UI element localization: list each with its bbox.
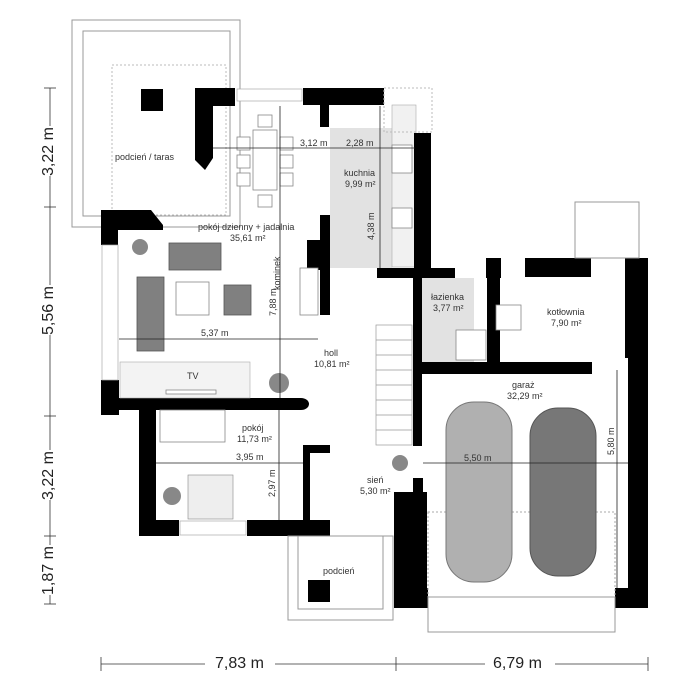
outer-dim-left-3: 3,22 m bbox=[40, 451, 57, 500]
coffee-table bbox=[175, 281, 210, 316]
room-area-room: 11,73 m² bbox=[237, 434, 272, 444]
outer-dim-left-4: 1,87 m bbox=[40, 546, 57, 595]
room-label-kitchen: kuchnia bbox=[344, 168, 376, 178]
dim-kitchen-width: 2,28 m bbox=[346, 138, 374, 148]
dining-table bbox=[236, 114, 294, 208]
outer-dim-left-1: 3,22 m bbox=[40, 127, 57, 176]
car bbox=[529, 407, 597, 577]
dim-living-width: 5,37 m bbox=[201, 328, 229, 338]
outer-dim-left-2: 5,56 m bbox=[40, 286, 57, 335]
bed bbox=[159, 409, 226, 443]
room-label-garage: garaż bbox=[512, 380, 535, 390]
porch-column bbox=[308, 580, 330, 602]
plant-icon bbox=[132, 239, 148, 255]
room-area-boiler: 7,90 m² bbox=[551, 318, 582, 328]
room-label-boiler: kotłownia bbox=[547, 307, 585, 317]
room-area-kitchen: 9,99 m² bbox=[345, 179, 376, 189]
dim-garage-depth: 5,80 m bbox=[606, 427, 616, 455]
dim-room-depth: 2,97 m bbox=[267, 469, 277, 497]
boiler bbox=[495, 304, 522, 331]
terrace-column bbox=[141, 89, 163, 111]
dim-kitchen-depth: 4,38 m bbox=[366, 212, 376, 240]
car bbox=[445, 401, 513, 583]
room-label-terrace: podcień / taras bbox=[115, 152, 175, 162]
dimension-lines bbox=[119, 106, 628, 588]
window bbox=[236, 88, 303, 102]
room-label-living: pokój dzienny + jadalnia bbox=[198, 222, 295, 232]
stove bbox=[391, 207, 413, 229]
room-area-hall: 10,81 m² bbox=[314, 359, 350, 369]
dim-room-width: 3,95 m bbox=[236, 452, 264, 462]
plant-icon bbox=[392, 455, 408, 471]
fireplace-label: kominek bbox=[272, 256, 282, 290]
room-label-room: pokój bbox=[242, 423, 264, 433]
window bbox=[101, 244, 119, 381]
desk bbox=[187, 474, 234, 520]
dim-garage-width: 5,50 m bbox=[464, 453, 492, 463]
stairs bbox=[375, 324, 413, 446]
dim-living-depth: 7,88 m bbox=[268, 288, 278, 316]
fireplace bbox=[299, 267, 319, 316]
shower bbox=[455, 329, 487, 361]
room-area-garage: 32,29 m² bbox=[507, 391, 543, 401]
room-area-bathroom: 3,77 m² bbox=[433, 303, 464, 313]
dim-living-top: 3,12 m bbox=[300, 138, 328, 148]
window bbox=[179, 520, 247, 536]
room-label-porch: podcień bbox=[323, 566, 355, 576]
sofa bbox=[168, 242, 222, 271]
walls bbox=[101, 88, 648, 608]
outer-dim-bottom-2: 6,79 m bbox=[493, 655, 542, 672]
room-label-vestibule: sień bbox=[367, 475, 384, 485]
room-label-bathroom: łazienka bbox=[431, 292, 465, 302]
armchair bbox=[223, 284, 252, 316]
tv-label: TV bbox=[187, 371, 199, 381]
room-area-living: 35,61 m² bbox=[230, 233, 266, 243]
plant-icon bbox=[269, 373, 289, 393]
room-area-vestibule: 5,30 m² bbox=[360, 486, 391, 496]
room-label-hall: holl bbox=[324, 348, 339, 358]
kitchen-sink bbox=[391, 144, 413, 174]
outer-dim-bottom-1: 7,83 m bbox=[215, 655, 264, 672]
plant-icon bbox=[163, 487, 181, 505]
kitchen-floor bbox=[330, 128, 392, 268]
